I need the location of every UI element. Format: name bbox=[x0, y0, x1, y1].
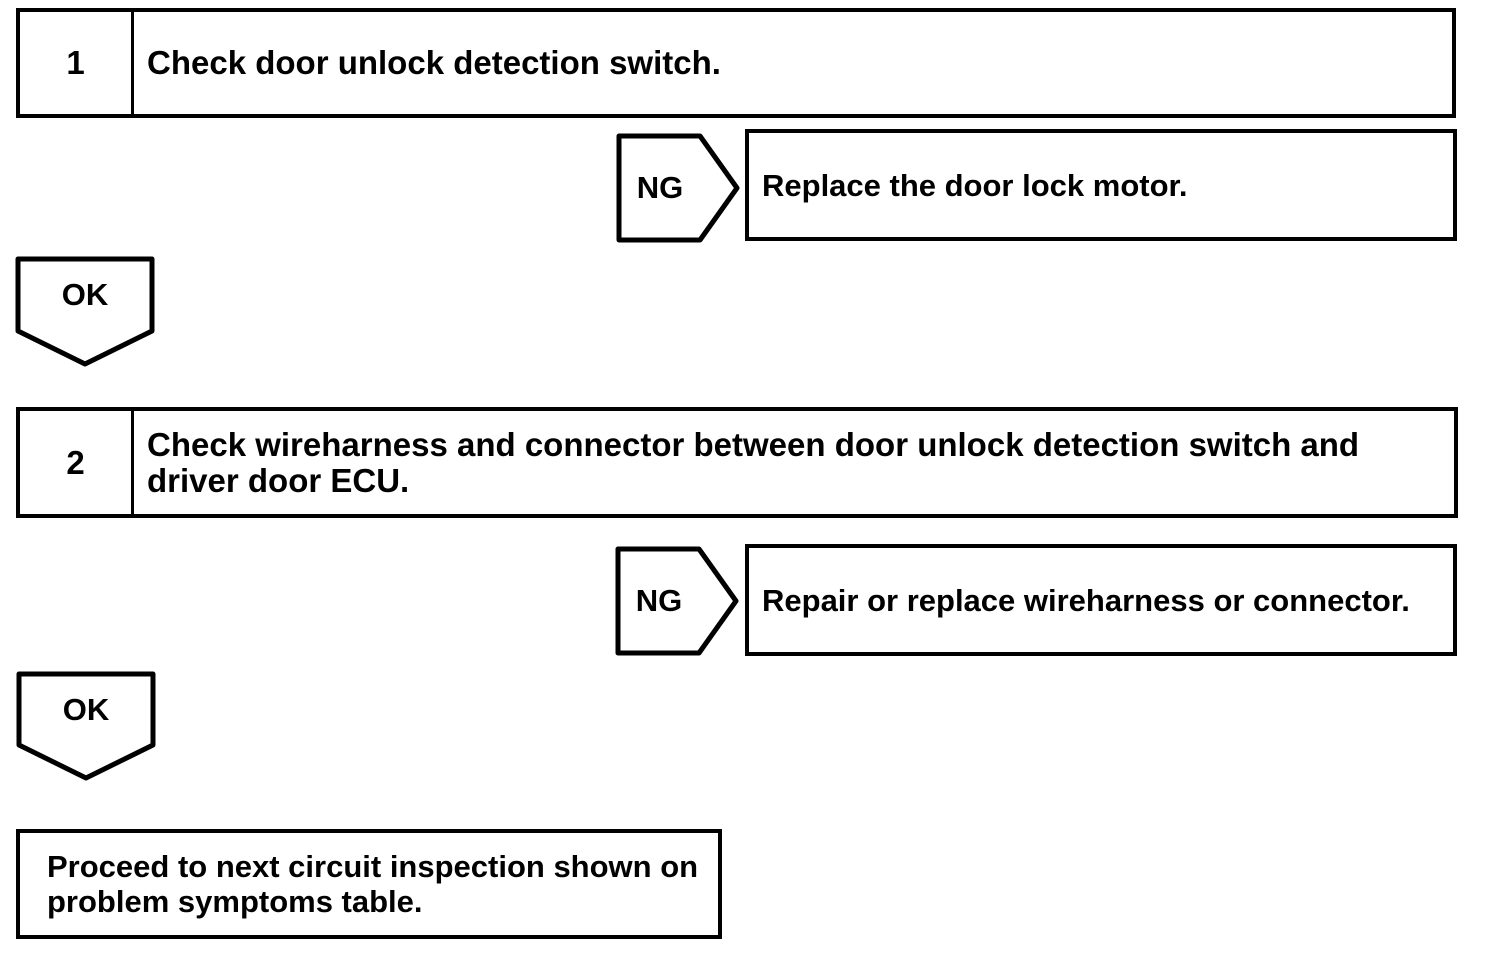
ok-pentagon-icon bbox=[16, 671, 156, 781]
ng-arrow-2: NG bbox=[615, 546, 739, 656]
ok-pentagon-icon bbox=[15, 256, 155, 367]
step-2-box: 2 Check wireharness and connector betwee… bbox=[16, 407, 1458, 518]
step-1-number: 1 bbox=[66, 44, 85, 81]
ng-arrow-1: NG bbox=[616, 133, 740, 243]
step-2-instruction: Check wireharness and connector between … bbox=[147, 425, 1360, 499]
step-1-instruction-cell: Check door unlock detection switch. bbox=[134, 12, 1452, 114]
ng-action-2-box: Repair or replace wireharness or connect… bbox=[745, 544, 1457, 656]
ok-arrow-2-label: OK bbox=[62, 692, 110, 727]
ng-action-2-text: Repair or replace wireharness or connect… bbox=[762, 582, 1410, 618]
ok-arrow-1: OK bbox=[15, 256, 155, 367]
ng-arrow-2-label: NG bbox=[635, 583, 683, 618]
step-1-box: 1 Check door unlock detection switch. bbox=[16, 8, 1456, 118]
ng-arrow-1-label: NG bbox=[636, 170, 684, 205]
ng-action-1-text: Replace the door lock motor. bbox=[762, 167, 1188, 203]
ng-pentagon-icon bbox=[616, 133, 740, 243]
step-2-number-cell: 2 bbox=[20, 411, 134, 514]
step-2-instruction-cell: Check wireharness and connector between … bbox=[134, 411, 1454, 514]
final-action-text: Proceed to next circuit inspection shown… bbox=[47, 849, 699, 919]
ok-arrow-2: OK bbox=[16, 671, 156, 781]
ng-action-1-box: Replace the door lock motor. bbox=[745, 129, 1457, 241]
ng-pentagon-icon bbox=[615, 546, 739, 656]
final-action-box: Proceed to next circuit inspection shown… bbox=[16, 829, 722, 939]
step-2-number: 2 bbox=[66, 443, 85, 481]
ok-arrow-1-label: OK bbox=[61, 277, 109, 312]
step-1-number-cell: 1 bbox=[20, 12, 134, 114]
step-1-instruction: Check door unlock detection switch. bbox=[147, 44, 721, 81]
